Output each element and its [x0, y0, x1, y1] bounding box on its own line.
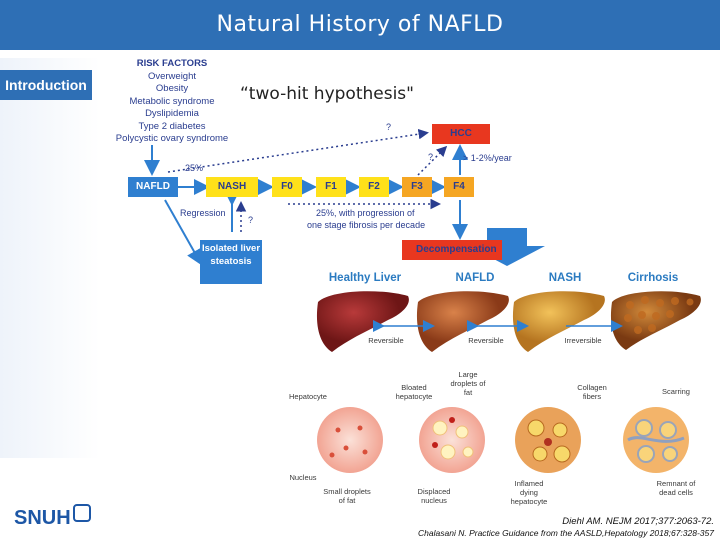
irreversible-label: Irreversible: [564, 336, 602, 345]
liver-title-nash: NASH: [548, 272, 582, 284]
logo-text: SNUH: [14, 507, 71, 529]
progression-label-2: one stage fibrosis per decade: [307, 220, 426, 230]
stage-f0-box: F0: [272, 177, 302, 197]
hcc-box: HCC: [432, 124, 490, 144]
risk-factor-item: Obesity: [155, 83, 189, 94]
risk-factor-item: Polycystic ovary syndrome: [115, 133, 229, 144]
stage-f1-box: F1: [316, 177, 346, 197]
logo-mark-icon: [72, 504, 91, 522]
cirrhosis-liver-image: [610, 291, 701, 350]
nafld-box: NAFLD: [128, 177, 178, 197]
risk-factor-item: Overweight: [147, 70, 197, 82]
liver-title-healthy: Healthy Liver: [328, 272, 402, 284]
isolated-steatosis-box: Isolated liver steatosis: [200, 240, 262, 284]
stage-f2-box: F2: [359, 177, 389, 197]
risk-factors-heading: RISK FACTORS: [136, 58, 208, 69]
hypothesis-text: “two-hit hypothesis": [240, 84, 414, 104]
risk-factors-list: RISK FACTORS Overweight Obesity Metaboli…: [112, 58, 232, 146]
hepatocyte-micro-image: [317, 407, 383, 473]
risk-factor-item: Type 2 diabetes: [138, 120, 206, 132]
progression-label-1: 25%, with progression of: [316, 208, 415, 218]
scarring-label: Scarring: [662, 387, 690, 396]
question-mark-1: ?: [386, 122, 392, 132]
hcc-rate-label: > 1-2%/year: [463, 153, 512, 163]
regression-label: Regression: [180, 208, 226, 218]
citation-2: Chalasani N. Practice Guidance from the …: [418, 528, 714, 538]
risk-factor-item: Metabolic syndrome: [129, 95, 215, 107]
citation-1: Diehl AM. NEJM 2017;377:2063-72.: [562, 516, 714, 527]
reversible-label-2: Reversible: [468, 336, 504, 345]
risk-factor-item: Dyslipidemia: [145, 108, 199, 119]
nash-micro-image: [515, 407, 581, 473]
liver-title-nafld: NAFLD: [455, 272, 495, 284]
remnant-cells-label: Remnant of dead cells: [656, 479, 696, 497]
question-mark-2: ?: [428, 152, 434, 162]
nucleus-label: Nucleus: [289, 473, 317, 482]
stage-f3-box: F3: [402, 177, 432, 197]
snuh-logo: SNUH: [14, 504, 91, 530]
nafld-micro-image: [419, 407, 485, 473]
slide-title: Natural History of NAFLD: [216, 12, 504, 37]
large-droplets-label: Large droplets of fat: [450, 370, 486, 397]
cirrhosis-micro-image: [623, 407, 689, 473]
title-bar: [0, 0, 720, 50]
collagen-fibers-label: Collagen fibers: [577, 383, 607, 401]
decompensation-box: Decompensation: [402, 240, 502, 260]
reversible-label-1: Reversible: [368, 336, 404, 345]
sidebar-gradient: [0, 58, 100, 458]
nash-box: NASH: [206, 177, 258, 197]
inflamed-hepatocyte-label: Inflamed dying hepatocyte: [510, 479, 548, 506]
question-mark-3: ?: [248, 215, 254, 225]
section-tab-introduction[interactable]: Introduction: [0, 70, 92, 100]
displaced-nucleus-label: Displaced nucleus: [417, 487, 451, 505]
liver-title-cirrhosis: Cirrhosis: [627, 272, 679, 284]
stage-f4-box: F4: [444, 177, 474, 197]
pct-25-label: 25%: [185, 163, 204, 173]
bloated-hepatocyte-label: Bloated hepatocyte: [395, 383, 433, 401]
hepatocyte-label: Hepatocyte: [289, 392, 327, 401]
small-droplets-label: Small droplets of fat: [323, 487, 371, 505]
